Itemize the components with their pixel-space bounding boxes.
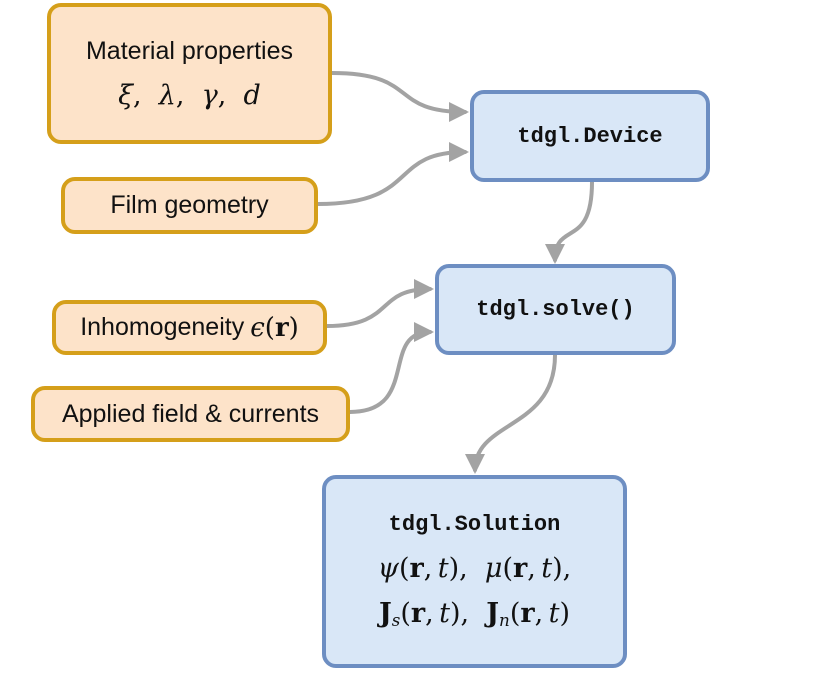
lambda-symbol: λ [158,79,176,111]
d-symbol: d [243,79,261,111]
arrow-geometry-to-device [316,142,469,206]
t-symbol: t [437,553,449,585]
r-vector: r [520,598,535,630]
arrow-inhomogeneity-to-solve [325,279,434,328]
psi-symbol: ψ [377,553,399,585]
n-subscript: n [499,610,510,631]
arrow-material-to-device [330,71,469,122]
solution-label: tdgl.Solution [388,512,561,538]
mu-symbol: μ [484,553,503,585]
solve-box: tdgl.solve() [435,264,676,355]
t-symbol: t [439,598,450,630]
arrow-applied-to-solve [348,322,434,414]
film-geometry-label: Film geometry [110,191,269,219]
applied-field-label: Applied field & currents [61,399,320,428]
material-properties-box: Material properties ξ, λ, γ, d [47,3,332,144]
j-symbol: J [378,598,392,630]
solution-fields-line2: Js(r, t), Jn(r, t) [378,598,570,631]
r-vector: r [274,312,289,343]
j-symbol: J [486,598,500,630]
device-label: tdgl.Device [517,123,663,149]
arrow-device-to-solve [545,180,594,264]
t-symbol: t [548,598,560,630]
applied-field-box: Applied field & currents [31,386,350,442]
film-geometry-box: Film geometry [61,177,318,234]
epsilon-expression: ϵ(r) [250,312,299,343]
device-box: tdgl.Device [470,90,710,182]
solve-label: tdgl.solve() [476,297,635,322]
xi-symbol: ξ [118,79,134,111]
r-vector: r [410,598,426,630]
inhomogeneity-box: Inhomogeneity ϵ(r) [52,300,327,355]
t-symbol: t [541,553,553,585]
solution-box: tdgl.Solution ψ(r, t), μ(r, t), Js(r, t)… [322,475,627,668]
inhomogeneity-label: Inhomogeneity [80,313,245,341]
arrow-solve-to-solution [465,353,557,474]
s-subscript: s [391,610,401,631]
r-vector: r [409,553,424,585]
material-parameters: ξ, λ, γ, d [118,79,261,111]
solution-fields-line1: ψ(r, t), μ(r, t), [377,553,572,585]
epsilon-symbol: ϵ [250,312,265,343]
gamma-symbol: γ [201,79,218,111]
material-properties-label: Material properties [85,36,294,65]
r-vector: r [513,553,528,585]
